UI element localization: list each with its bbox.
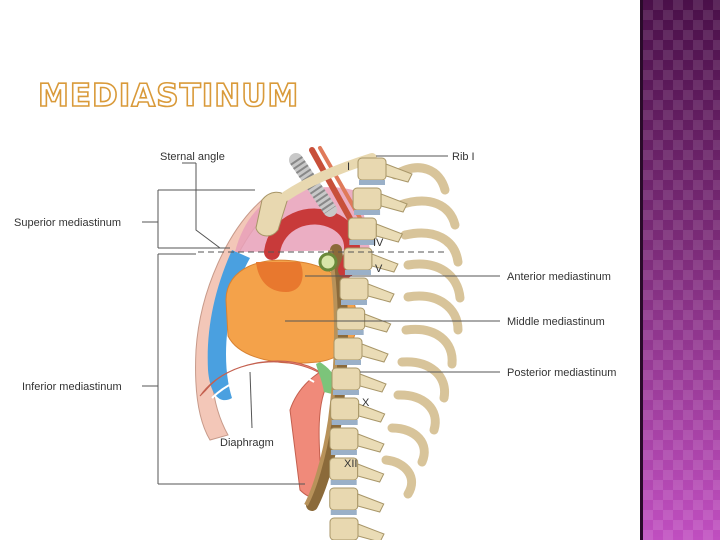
label-sternal-angle: Sternal angle [160, 151, 225, 163]
vertebra-label-x: X [362, 397, 370, 409]
vertebra-label-v: V [375, 263, 383, 275]
trachea-cross-section [320, 254, 336, 270]
intervertebral-disc [331, 450, 357, 455]
intervertebral-disc [335, 360, 361, 365]
spinous-process [360, 374, 386, 392]
label-anterior-mediastinum: Anterior mediastinum [507, 271, 611, 283]
vertebral-body [330, 428, 358, 450]
spinous-process [358, 434, 384, 452]
label-diaphragm: Diaphragm [220, 437, 274, 449]
intervertebral-disc [359, 180, 385, 185]
vertebral-body [353, 188, 381, 210]
intervertebral-disc [331, 510, 357, 515]
intervertebral-disc [349, 240, 375, 245]
spinous-process [381, 194, 407, 212]
spinous-process [365, 314, 391, 332]
vertebra-label-i: I [347, 161, 350, 173]
vertebral-body [331, 398, 359, 420]
label-posterior-mediastinum: Posterior mediastinum [507, 367, 616, 379]
intervertebral-disc [332, 420, 358, 425]
spinous-process [358, 464, 384, 482]
ribs [386, 168, 460, 494]
vertebral-body [358, 158, 386, 180]
vertebra-label-xii: XII [344, 458, 357, 470]
label-rib-i: Rib I [452, 151, 475, 163]
spinous-process [362, 344, 388, 362]
vertebral-body [340, 278, 368, 300]
vertebral-body [334, 338, 362, 360]
mediastinum-diagram: Sternal angle Superior mediastinum Infer… [0, 0, 640, 540]
intervertebral-disc [345, 270, 371, 275]
decorative-side-band [643, 0, 720, 540]
label-inferior-mediastinum: Inferior mediastinum [22, 381, 122, 393]
intervertebral-disc [341, 300, 367, 305]
spinous-process [358, 494, 384, 512]
intervertebral-disc [333, 390, 359, 395]
spinous-process [368, 284, 394, 302]
intervertebral-disc [338, 330, 364, 335]
intervertebral-disc [331, 480, 357, 485]
vertebral-body [330, 518, 358, 540]
intervertebral-disc [354, 210, 380, 215]
vertebral-body [337, 308, 365, 330]
vertebral-body [330, 488, 358, 510]
vertebral-body [332, 368, 360, 390]
vertebra-label-iv: IV [373, 237, 384, 249]
side-band-divider [640, 0, 643, 540]
label-superior-mediastinum: Superior mediastinum [14, 217, 121, 229]
spinous-process [358, 524, 384, 540]
vertebral-body [344, 248, 372, 270]
label-middle-mediastinum: Middle mediastinum [507, 316, 605, 328]
